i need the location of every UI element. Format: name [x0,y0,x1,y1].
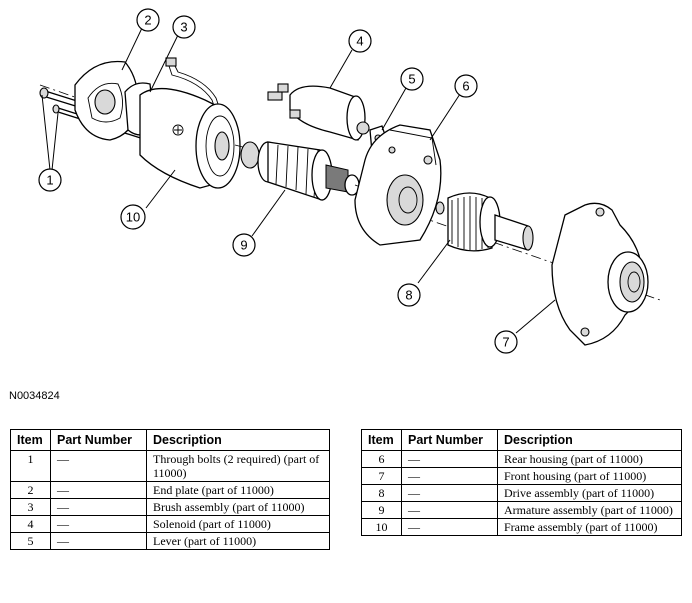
starter-exploded-view: 1 2 3 4 5 6 7 8 9 10 [38,8,661,354]
part-number-cell: — [401,450,498,468]
callout-10: 10 [120,204,146,230]
rear-housing-drawing [354,124,442,246]
part-number-cell: — [401,501,498,519]
description-cell: Brush assembly (part of 11000) [146,498,330,516]
item-cell: 4 [10,515,51,533]
svg-text:4: 4 [356,34,363,49]
description-cell: Rear housing (part of 11000) [497,450,682,468]
end-plate-drawing [74,60,139,141]
front-housing-drawing [551,202,649,346]
description-cell: Lever (part of 11000) [146,532,330,550]
item-cell: 9 [361,501,402,519]
table-row: 3—Brush assembly (part of 11000) [10,498,330,516]
part-number-cell: — [50,532,147,550]
table-row: 9—Armature assembly (part of 11000) [361,501,682,519]
item-cell: 5 [10,532,51,550]
callout-4: 4 [348,29,372,53]
svg-text:9: 9 [240,238,247,253]
part-number-cell: — [401,518,498,536]
item-column-header: Item [361,429,402,451]
item-cell: 6 [361,450,402,468]
description-cell: Solenoid (part of 11000) [146,515,330,533]
table-row: 10—Frame assembly (part of 11000) [361,518,682,536]
table-header-row: Item Part Number Description [361,429,682,451]
table-row: 8—Drive assembly (part of 11000) [361,484,682,502]
item-cell: 1 [10,450,51,482]
item-column-header: Item [10,429,51,451]
part-number-cell: — [50,515,147,533]
table-row: 2—End plate (part of 11000) [10,481,330,499]
table-header-row: Item Part Number Description [10,429,330,451]
description-cell: Drive assembly (part of 11000) [497,484,682,502]
svg-text:3: 3 [180,20,187,35]
part-number-cell: — [401,484,498,502]
callout-5: 5 [400,67,424,91]
part-number-cell: — [50,481,147,499]
solenoid-drawing [267,83,370,141]
item-cell: 8 [361,484,402,502]
svg-text:5: 5 [408,72,415,87]
svg-text:10: 10 [126,210,140,225]
armature-assembly-drawing [234,141,376,201]
frame-assembly-drawing [139,87,241,189]
part-number-cell: — [50,498,147,516]
callout-2: 2 [136,8,160,32]
table-row: 6—Rear housing (part of 11000) [361,450,682,468]
description-cell: End plate (part of 11000) [146,481,330,499]
description-cell: Frame assembly (part of 11000) [497,518,682,536]
description-cell: Through bolts (2 required) (part of 1100… [146,450,330,482]
item-cell: 10 [361,518,402,536]
part-number-cell: — [401,467,498,485]
callout-3: 3 [172,15,196,39]
description-column-header: Description [146,429,330,451]
callout-9: 9 [232,233,256,257]
svg-text:6: 6 [462,79,469,94]
description-cell: Armature assembly (part of 11000) [497,501,682,519]
callout-8: 8 [397,283,421,307]
description-column-header: Description [497,429,682,451]
item-cell: 7 [361,467,402,485]
part-number-cell: — [50,450,147,482]
figure-id: N0034824 [9,390,60,402]
svg-text:1: 1 [46,173,53,188]
table-row: 7—Front housing (part of 11000) [361,467,682,485]
part-number-column-header: Part Number [50,429,147,451]
callout-6: 6 [454,74,478,98]
item-cell: 2 [10,481,51,499]
table-row: 5—Lever (part of 11000) [10,532,330,550]
description-cell: Front housing (part of 11000) [497,467,682,485]
callout-7: 7 [494,330,518,354]
item-cell: 3 [10,498,51,516]
callout-1: 1 [38,168,62,192]
parts-table-right: Item Part Number Description 6—Rear hous… [361,429,682,536]
svg-text:7: 7 [502,335,509,350]
table-row: 1—Through bolts (2 required) (part of 11… [10,450,330,482]
svg-text:2: 2 [144,13,151,28]
svg-text:8: 8 [405,288,412,303]
drive-assembly-drawing [435,192,534,252]
table-row: 4—Solenoid (part of 11000) [10,515,330,533]
part-number-column-header: Part Number [401,429,498,451]
parts-table-left: Item Part Number Description 1—Through b… [10,429,330,550]
